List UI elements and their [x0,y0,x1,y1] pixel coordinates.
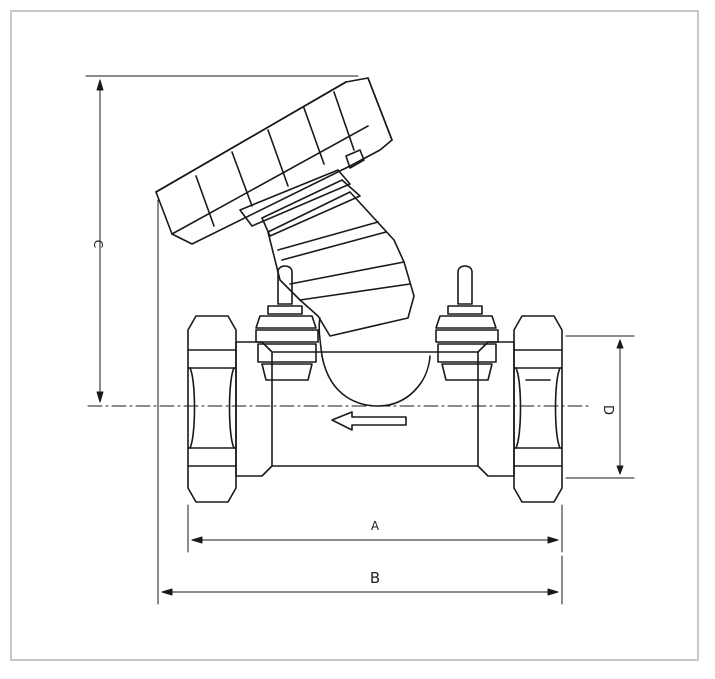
left-hex-nut [187,315,237,503]
dimension-label-b: B [370,569,380,587]
right-test-port [435,265,499,381]
handwheel [155,77,393,245]
arrow-left-icon [331,411,407,431]
right-hex-nut [513,315,563,503]
valve-bonnet [239,169,415,337]
dimension-label-a: A [371,519,380,533]
dimension-lines [85,75,635,605]
dimension-label-d: D [600,405,615,415]
left-test-port [255,265,319,381]
dimension-label-c: C [91,240,105,248]
